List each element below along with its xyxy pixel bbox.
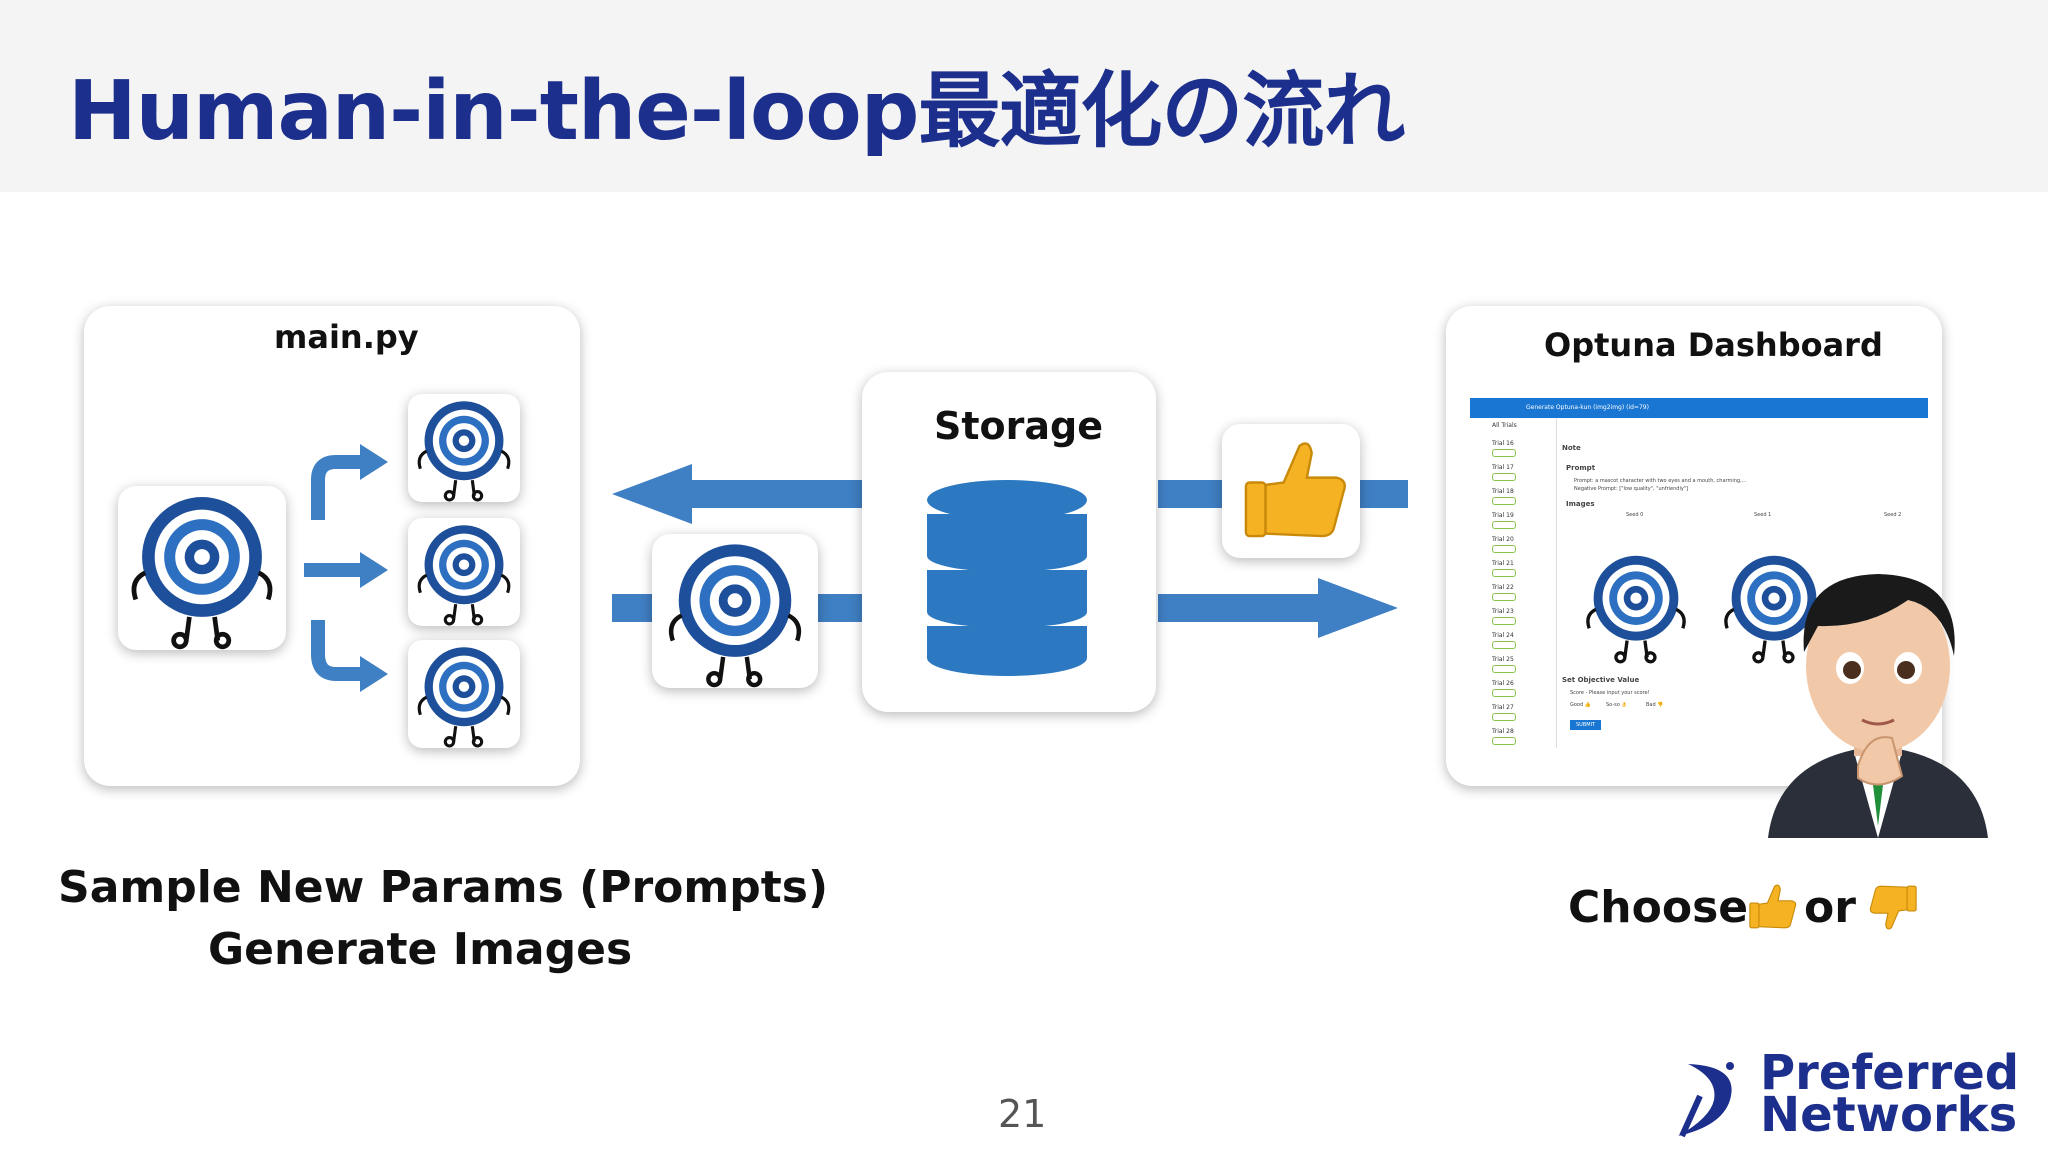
logo-line2: Networks — [1760, 1087, 2018, 1143]
trial-item[interactable]: Trial 27 — [1492, 704, 1516, 721]
caption-left-line1: Sample New Params (Prompts) — [58, 862, 829, 913]
trial-item[interactable]: Trial 20 — [1492, 536, 1516, 553]
seed-label: Seed 0 — [1626, 512, 1644, 518]
title-bar — [0, 0, 2048, 192]
caption-left-line2: Generate Images — [208, 924, 633, 975]
arrow-storage-to-dashboard — [1158, 578, 1398, 638]
radio-bad[interactable]: Bad 👎 — [1646, 702, 1664, 708]
optuna-mascot-icon — [417, 399, 511, 502]
seed-label: Seed 1 — [1754, 512, 1772, 518]
page-number: 21 — [998, 1092, 1047, 1136]
dashboard-sidebar: All Trials Trial 16 Trial 17 Trial 18 Tr… — [1470, 418, 1557, 748]
dashboard-screenshot: Generate Optuna-kun (img2img) (id=79) Al… — [1470, 398, 1928, 748]
optuna-mascot-icon — [417, 523, 511, 626]
prompt-text: Prompt: a mascot character with two eyes… — [1574, 478, 1747, 484]
trial-item[interactable]: Trial 25 — [1492, 656, 1516, 673]
score-prompt: Score - Please input your score! — [1570, 690, 1650, 696]
optuna-mascot-icon — [652, 534, 818, 688]
mascot-card-main — [118, 486, 286, 650]
thumbs-down-icon — [1869, 885, 1917, 930]
dashboard-header-bar: Generate Optuna-kun (img2img) (id=79) — [1470, 398, 1928, 418]
trials-label: All Trials — [1492, 422, 1517, 429]
seed-label: Seed 2 — [1884, 512, 1902, 518]
trial-item[interactable]: Trial 28 — [1492, 728, 1516, 745]
trial-item[interactable]: Trial 16 — [1492, 440, 1516, 457]
objective-label: Set Objective Value — [1562, 676, 1640, 684]
thumbs-up-card — [1222, 424, 1360, 558]
avatar-person-icon — [1768, 574, 1988, 838]
negative-prompt-text: Negative Prompt: ["low quality", "unfrie… — [1574, 486, 1689, 492]
pfn-logo-icon — [1678, 1062, 1734, 1138]
logo-text: Preferred Networks — [1760, 1045, 2020, 1143]
branch-arrows — [304, 444, 388, 692]
radio-good[interactable]: Good 👍 — [1570, 702, 1591, 708]
optuna-mascot-icon — [417, 645, 511, 748]
trial-item[interactable]: Trial 18 — [1492, 488, 1516, 505]
database-icon — [927, 480, 1087, 676]
thumbs-up-icon — [1749, 884, 1797, 929]
caption-or: or — [1804, 882, 1856, 933]
mascot-variant-1 — [408, 394, 520, 502]
logo-line1: Preferred — [1760, 1045, 2020, 1101]
optuna-mascot-icon — [1586, 554, 1686, 664]
trial-item[interactable]: Trial 21 — [1492, 560, 1516, 577]
mascot-variant-3 — [408, 640, 520, 748]
mascot-card-transfer — [652, 534, 818, 688]
arrow-storage-to-main — [612, 464, 862, 524]
thumbs-up-icon — [1244, 442, 1346, 538]
trial-item[interactable]: Trial 23 — [1492, 608, 1516, 625]
dashboard-header-title: Generate Optuna-kun (img2img) (id=79) — [1526, 404, 1649, 411]
prompt-label: Prompt — [1566, 464, 1596, 472]
dashboard-label: Optuna Dashboard — [1544, 326, 1883, 364]
main-py-label: main.py — [274, 318, 419, 356]
caption-choose: Choose — [1568, 882, 1749, 933]
trial-item[interactable]: Trial 19 — [1492, 512, 1516, 529]
submit-button[interactable]: SUBMIT — [1570, 720, 1602, 730]
optuna-mascot-icon — [118, 486, 286, 650]
trial-item[interactable]: Trial 26 — [1492, 680, 1516, 697]
radio-soso[interactable]: So-so 👌 — [1606, 702, 1628, 708]
storage-label: Storage — [934, 404, 1103, 448]
images-label: Images — [1566, 500, 1595, 508]
trial-item[interactable]: Trial 22 — [1492, 584, 1516, 601]
note-label: Note — [1562, 444, 1581, 452]
trial-item[interactable]: Trial 17 — [1492, 464, 1516, 481]
mascot-variant-2 — [408, 518, 520, 626]
slide-title: Human-in-the-loop最適化の流れ — [68, 64, 1405, 159]
trial-item[interactable]: Trial 24 — [1492, 632, 1516, 649]
